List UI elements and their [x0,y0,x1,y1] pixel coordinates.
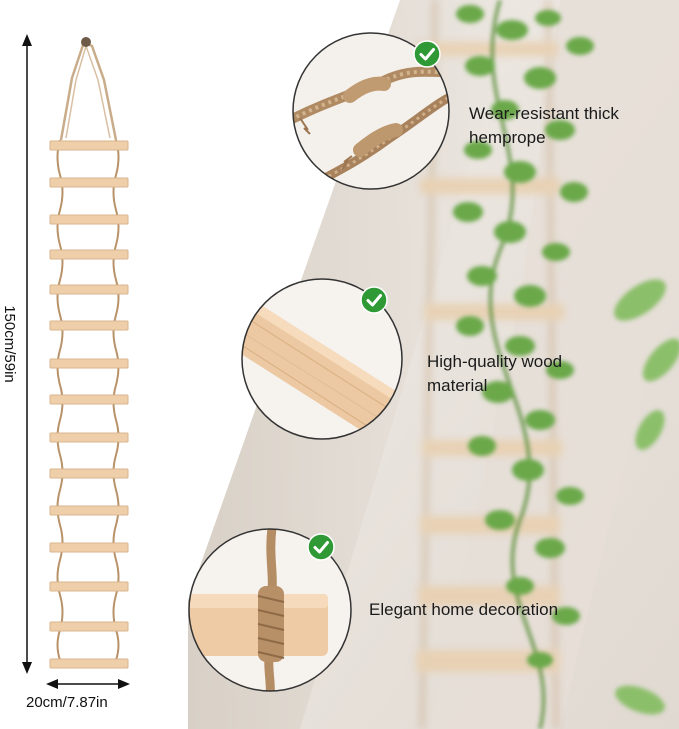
wood-detail-image [241,278,403,440]
width-arrow [46,679,130,689]
feature-label-decoration: Elegant home decoration [369,600,559,619]
height-arrow [22,34,32,674]
height-dimension-label: 150cm/59in [1,305,18,383]
feature-label-hemprope: Wear-resistant thick hemprope [469,104,619,147]
check-badge-icon [413,40,441,68]
width-dimension-label: 20cm/7.87in [26,694,108,711]
ladder-product-image [49,37,129,669]
check-badge-icon [307,533,335,561]
check-badge-icon [360,286,388,314]
feature-label-wood: High-quality wood material [427,352,563,395]
